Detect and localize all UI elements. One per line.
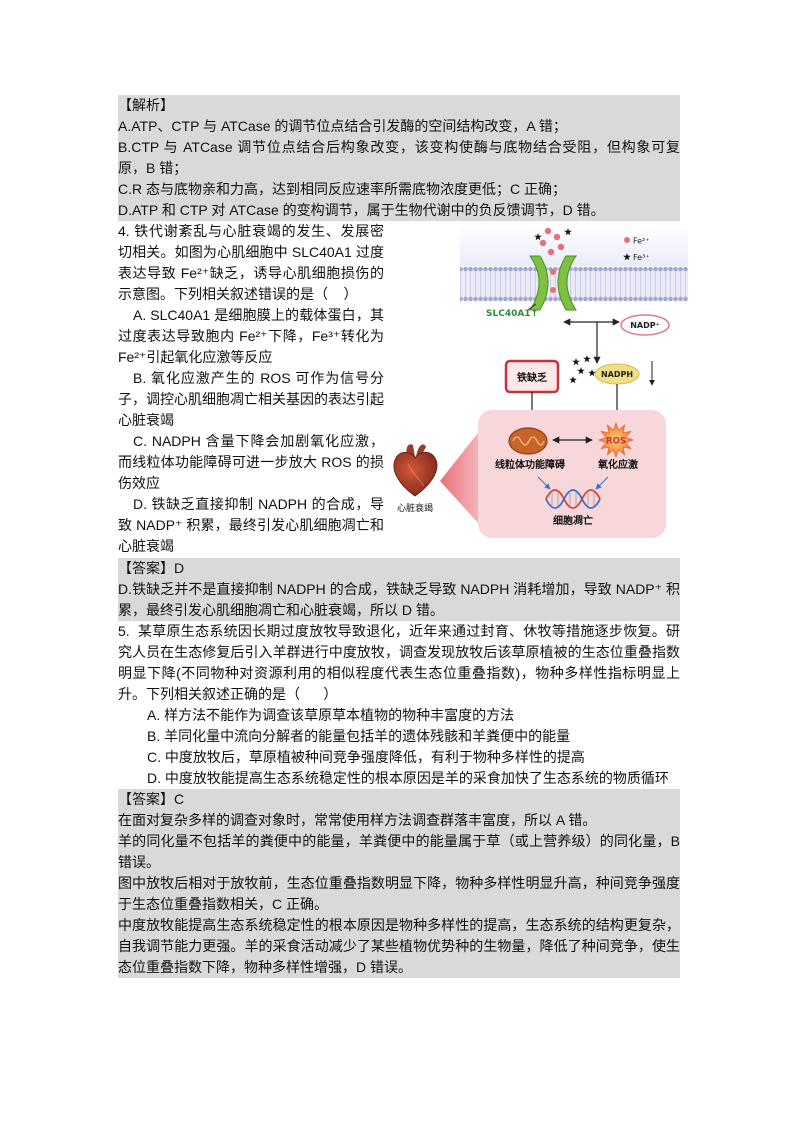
answer-5-paragraph: 羊的同化量不包括羊的粪便中的能量，羊粪便中的能量属于草（或上营养级）的同化量，B…: [118, 833, 684, 870]
legend-fe3-label: Fe³⁺: [633, 253, 650, 262]
nadph-label: NADPH: [601, 370, 633, 379]
iron-deficiency-label: 铁缺乏: [517, 371, 547, 384]
question-4-stem: 4. 铁代谢紊乱与心脏衰竭的发生、发展密切相关。如图为心肌细胞中 SLC40A1…: [118, 223, 384, 302]
iron-deficiency-cardiomyocyte-diagram: Fe²⁺ Fe³⁺ SLC40A1↑ NADP⁺ NADPH 铁缺乏: [393, 225, 690, 541]
answer-4-explanation: D.铁缺乏并不是直接抑制 NADPH 的合成，铁缺乏导致 NADPH 消耗增加，…: [118, 581, 680, 618]
document-page: 【解析】 A.ATP、CTP 与 ATCase 的调节位点结合引发酶的空间结构改…: [118, 95, 690, 978]
analysis-heading: 【解析】: [118, 97, 174, 113]
dna-helix-icon: [545, 489, 601, 509]
legend-fe2-label: Fe²⁺: [633, 237, 650, 246]
answer-5-paragraph: 图中放牧后相对于放牧前，生态位重叠指数明显下降，物种多样性明显升高，种间竞争强度…: [118, 875, 680, 912]
answer-4-block: 【答案】D D.铁缺乏并不是直接抑制 NADPH 的合成，铁缺乏导致 NADPH…: [118, 558, 680, 621]
question-4-option-d: D. 铁缺乏直接抑制 NADPH 的合成，导致 NADP⁺ 积累，最终引发心肌细…: [118, 496, 384, 554]
transporter-label: SLC40A1↑: [486, 309, 538, 319]
fe2-ion: [544, 227, 552, 235]
question-5-stem: 5. 某草原生态系统因长期过度放牧导致退化，近年来通过封育、休牧等措施逐步恢复。…: [118, 623, 680, 702]
answer-5-heading: 【答案】C: [118, 791, 185, 807]
fe2-ion: [547, 248, 555, 256]
question-5-option-d: D. 中度放牧能提高生态系统稳定性的根本原因是羊的采食加快了生态系统的物质循环: [147, 770, 669, 786]
question-4-option-c: C. NADPH 含量下降会加剧氧化应激，而线粒体功能障碍可进一步放大 ROS …: [118, 433, 384, 491]
analysis-item-a: A.ATP、CTP 与 ATCase 的调节位点结合引发酶的空间结构改变，A 错…: [118, 118, 567, 134]
ros-to-dna-arrow: [595, 476, 609, 490]
question-4-option-a: A. SLC40A1 是细胞膜上的载体蛋白，其过度表达导致胞内 Fe²⁺下降，F…: [118, 307, 384, 365]
slc40a1-transporter: [529, 255, 577, 311]
transporter-left-lobe: [529, 255, 549, 311]
oxidative-stress-label: 氧化应激: [597, 458, 638, 471]
mitochondrion-icon: [508, 427, 548, 455]
answer-5-paragraph: 在面对复杂多样的调查对象时，常常使用样方法调查群落丰富度，所以 A 错。: [118, 812, 597, 828]
nadp-label: NADP⁺: [630, 321, 660, 330]
mito-to-dna-arrow: [537, 476, 551, 490]
legend-fe2-marker: [624, 237, 630, 243]
fe2-ion: [553, 233, 561, 241]
question-5-option-b: B. 羊同化量中流向分解者的能量包括羊的遗体残骸和羊粪便中的能量: [147, 728, 571, 744]
question-5: 5. 某草原生态系统因长期过度放牧导致退化，近年来通过封育、休牧等措施逐步恢复。…: [118, 621, 680, 789]
ros-burst-icon: [597, 421, 635, 459]
membrane-core: [460, 269, 688, 299]
answer-4-heading: 【答案】D: [118, 560, 185, 576]
fe2-ions: [539, 227, 565, 293]
ros-label: ROS: [606, 437, 626, 447]
answer-5-block: 【答案】C 在面对复杂多样的调查对象时，常常使用样方法调查群落丰富度，所以 A …: [118, 789, 680, 978]
fe2-ion: [539, 239, 547, 247]
fe2-ion: [550, 287, 556, 293]
apoptosis-label: 细胞凋亡: [553, 514, 593, 527]
analysis-item-c: C.R 态与底物亲和力高，达到相同反应速率所需底物浓度更低；C 正确；: [118, 181, 566, 197]
mito-dysfunction-label: 线粒体功能障碍: [495, 458, 565, 471]
answer-5-paragraph: 中度放牧能提高生态系统稳定性的根本原因是物种多样性的提高，生态系统的结构更复杂，…: [118, 917, 680, 975]
analysis-item-b: B.CTP 与 ATCase 调节位点结合后构象改变，该变构使酶与底物结合受阻，…: [118, 139, 680, 176]
membrane-heads-top: [460, 266, 688, 272]
cell-membrane: [460, 266, 688, 302]
transporter-label-pointer: [527, 303, 537, 311]
analysis-block: 【解析】 A.ATP、CTP 与 ATCase 的调节位点结合引发酶的空间结构改…: [118, 95, 680, 221]
fe2-ion: [557, 243, 565, 251]
question-4-option-b: B. 氧化应激产生的 ROS 可作为信号分子，调控心肌细胞凋亡相关基因的表达引起…: [118, 370, 384, 428]
fe2-ion: [550, 269, 556, 275]
question-5-option-a: A. 样方法不能作为调查该草原草本植物的物种丰富度的方法: [147, 707, 515, 723]
membrane-heads-bottom: [460, 296, 688, 302]
analysis-item-d: D.ATP 和 CTP 对 ATCase 的变构调节，属于生物代谢中的负反馈调节…: [118, 202, 605, 218]
heart-failure-label: 心脏衰竭: [397, 502, 433, 514]
transporter-right-lobe: [557, 255, 577, 311]
pink-arrow-to-heart: [440, 420, 488, 534]
nadp-ellipse: [620, 314, 670, 336]
heart-icon: [393, 444, 438, 497]
question-4-text: 4. 铁代谢紊乱与心脏衰竭的发生、发展密切相关。如图为心肌细胞中 SLC40A1…: [118, 221, 384, 557]
ion-legend: Fe²⁺ Fe³⁺: [623, 237, 650, 262]
question-5-option-c: C. 中度放牧后，草原植被种间竞争强度降低，有利于物种多样性的提高: [147, 749, 585, 765]
question-4: 4. 铁代谢紊乱与心脏衰竭的发生、发展密切相关。如图为心肌细胞中 SLC40A1…: [118, 221, 690, 558]
